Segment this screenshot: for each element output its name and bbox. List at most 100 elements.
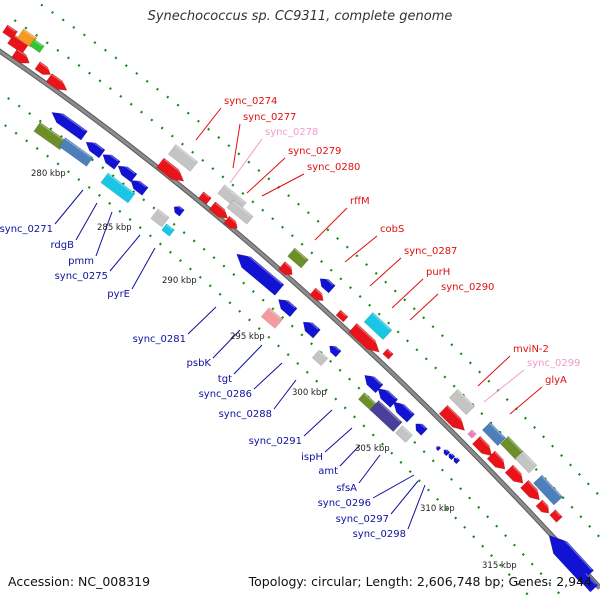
gene-glyph-58: [514, 450, 538, 474]
gene-glyph-28: [319, 275, 336, 294]
gene-glyph-54: [481, 421, 507, 447]
leader-line-sfsA: [358, 454, 381, 484]
gene-label-sync_0275[interactable]: sync_0275: [55, 271, 108, 282]
gene-label-sync_0291[interactable]: sync_0291: [249, 436, 302, 447]
gene-label-tgt[interactable]: tgt: [218, 374, 232, 385]
gene-label-glyA[interactable]: glyA: [545, 375, 567, 386]
gene-glyph-shape: [100, 172, 136, 204]
leader-line-sync_0298: [407, 484, 426, 530]
gene-glyph-highlight: [17, 49, 31, 60]
gene-glyph-15: [100, 172, 136, 204]
gene-label-rdgB[interactable]: rdgB: [51, 240, 75, 251]
gene-glyph-44: [369, 399, 403, 433]
leader-line-cobS: [344, 235, 378, 263]
gene-glyph-shape: [260, 307, 284, 329]
kbp-label-305: 305 kbp: [355, 444, 390, 454]
gene-glyph-shape: [448, 388, 476, 416]
gene-glyph-shape: [33, 121, 67, 151]
gene-label-sync_0297[interactable]: sync_0297: [336, 514, 389, 525]
gene-label-sync_0299[interactable]: sync_0299: [527, 358, 580, 369]
gene-glyph-shape: [29, 38, 45, 54]
gene-glyph-8: [51, 108, 88, 141]
gene-glyph-highlight: [479, 437, 494, 452]
gene-glyph-shape: [223, 215, 238, 229]
gene-glyph-highlight: [232, 200, 252, 217]
gene-label-mviN-2[interactable]: mviN-2: [513, 344, 549, 355]
gene-glyph-35: [278, 296, 298, 318]
gene-glyph-shape: [319, 278, 336, 294]
gene-glyph-53: [467, 429, 477, 439]
gene-label-sync_0298[interactable]: sync_0298: [353, 529, 406, 540]
gene-glyph-23: [226, 199, 254, 225]
gene-label-sync_0290[interactable]: sync_0290: [441, 282, 494, 293]
gene-glyph-shape: [448, 453, 456, 461]
gene-glyph-highlight: [447, 406, 468, 426]
gene-glyph-shape: [130, 180, 149, 196]
gene-glyph-highlight: [368, 372, 382, 385]
gene-glyph-shape: [436, 445, 442, 452]
leader-line-rdgB: [75, 202, 98, 241]
leader-line-sync_0277: [232, 123, 241, 169]
gene-label-pmm[interactable]: pmm: [68, 256, 94, 267]
gene-glyph-highlight: [378, 401, 401, 422]
gene-glyph-43: [392, 398, 415, 423]
gene-glyph-shape: [161, 223, 175, 237]
gene-glyph-highlight: [527, 481, 542, 496]
gene-glyph-38: [329, 343, 342, 358]
gene-label-sync_0296[interactable]: sync_0296: [318, 498, 371, 509]
gene-label-amt[interactable]: amt: [318, 466, 338, 477]
gene-glyph-shape: [364, 374, 384, 394]
gene-glyph-highlight: [494, 451, 508, 465]
gene-label-sync_0286[interactable]: sync_0286: [199, 389, 252, 400]
gene-glyph-highlight: [471, 430, 475, 434]
gene-glyph-highlight: [306, 318, 319, 330]
gene-glyph-shape: [278, 299, 298, 318]
gene-glyph-shape: [150, 208, 170, 228]
gene-glyph-45: [395, 425, 413, 443]
gene-label-sync_0288[interactable]: sync_0288: [219, 409, 272, 420]
gene-label-sync_0279[interactable]: sync_0279: [288, 146, 341, 157]
gene-glyph-57: [486, 450, 508, 470]
tick-track-4: [32, 0, 600, 498]
gene-label-sync_0271[interactable]: sync_0271: [0, 224, 53, 235]
gene-glyph-27: [278, 261, 294, 276]
gene-label-rffM[interactable]: rffM: [350, 196, 370, 207]
leader-line-sync_0288: [273, 379, 297, 410]
gene-glyph-25: [223, 215, 239, 229]
gene-label-sync_0278[interactable]: sync_0278: [265, 127, 318, 138]
gene-glyph-shape: [532, 474, 564, 506]
kbp-label-280: 280 kbp: [31, 169, 66, 179]
leader-line-amt: [339, 444, 361, 467]
gene-glyph-highlight: [437, 446, 440, 448]
gene-glyph-shape: [486, 450, 506, 470]
gene-label-sync_0281[interactable]: sync_0281: [133, 334, 186, 345]
gene-glyph-highlight: [522, 451, 536, 466]
gene-glyph-29: [309, 287, 325, 301]
gene-glyph-48: [448, 453, 456, 461]
gene-glyph-highlight: [381, 385, 397, 400]
gene-glyph-59: [504, 464, 526, 484]
gene-glyph-highlight: [457, 390, 474, 406]
leader-line-pyrE: [131, 247, 156, 290]
gene-label-sfsA[interactable]: sfsA: [336, 483, 357, 494]
gene-label-purH[interactable]: purH: [426, 267, 450, 278]
gene-label-ispH[interactable]: ispH: [301, 452, 323, 463]
gene-glyph-highlight: [105, 151, 119, 162]
kbp-label-295: 295 kbp: [230, 332, 265, 342]
gene-label-sync_0274[interactable]: sync_0274: [224, 96, 277, 107]
gene-glyph-shape: [415, 423, 428, 436]
gene-label-sync_0280[interactable]: sync_0280: [307, 162, 360, 173]
gene-glyph-shape: [45, 73, 68, 91]
gene-label-psbK[interactable]: psbK: [187, 358, 212, 369]
kbp-label-315: 315 kbp: [482, 561, 517, 571]
gene-label-pyrE[interactable]: pyrE: [107, 289, 130, 300]
gene-glyph-shape: [363, 311, 393, 341]
gene-glyph-shape: [438, 404, 466, 431]
gene-label-cobS[interactable]: cobS: [380, 224, 404, 235]
gene-glyph-shape: [117, 165, 138, 183]
gene-label-sync_0287[interactable]: sync_0287: [404, 246, 457, 257]
gene-glyph-2: [16, 28, 38, 48]
gene-label-sync_0277[interactable]: sync_0277: [243, 112, 296, 123]
